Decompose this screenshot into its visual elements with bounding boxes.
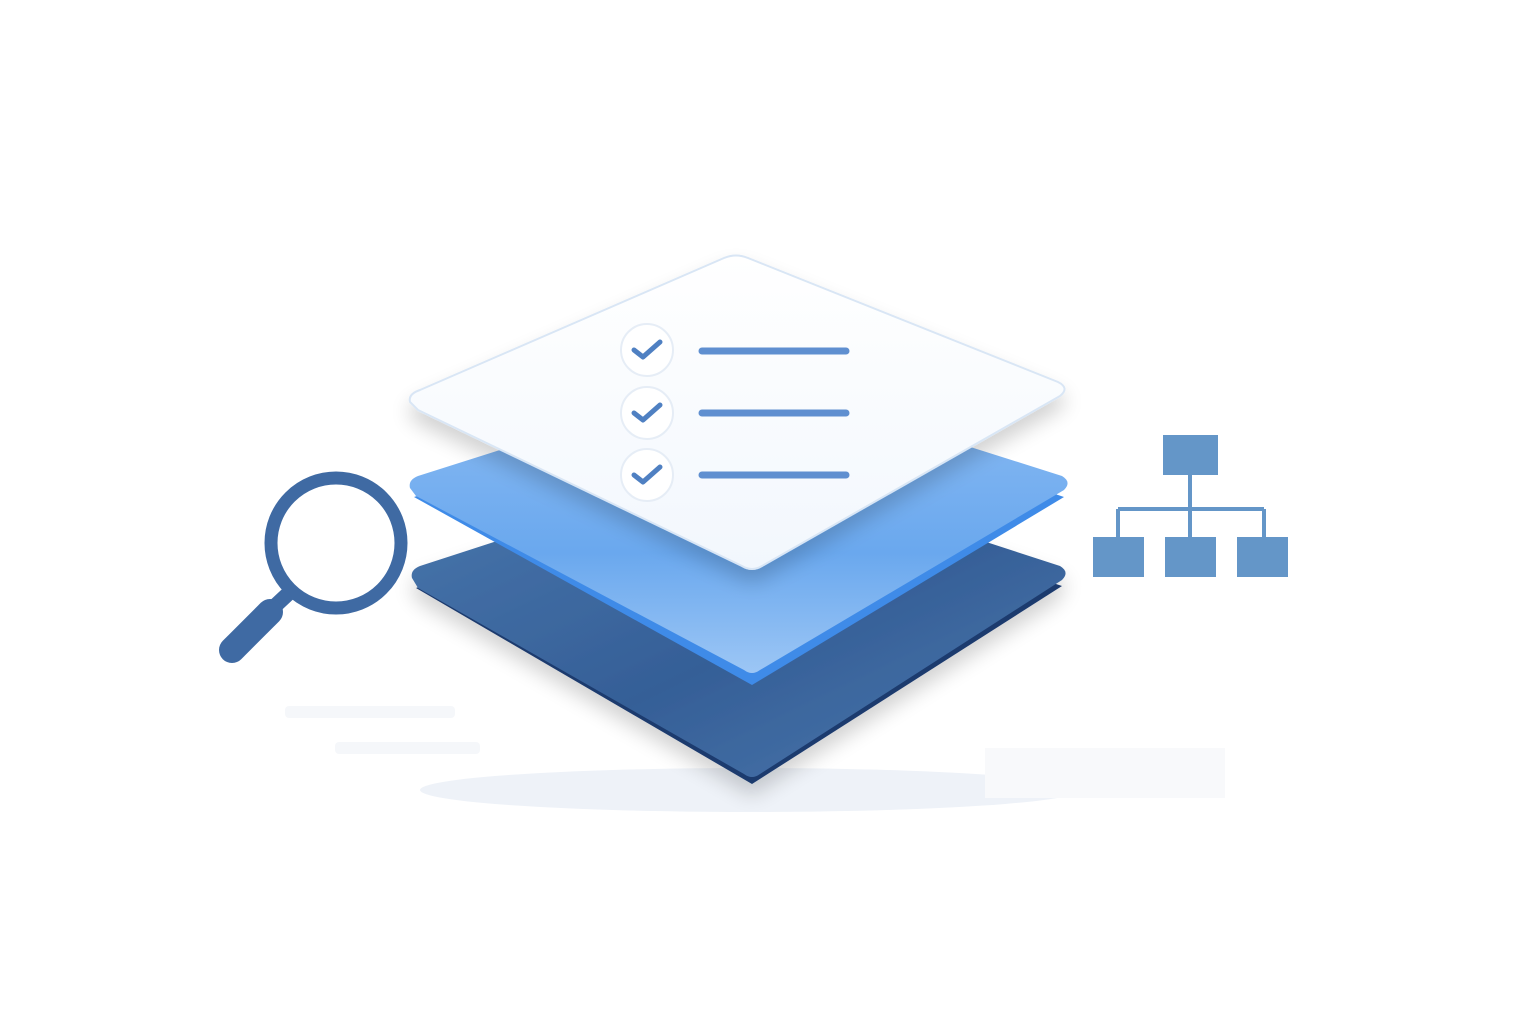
checkmark-icon (631, 402, 663, 423)
check-circle (620, 323, 674, 377)
org-box-left (1093, 537, 1144, 577)
checkmark-icon (631, 339, 663, 360)
org-chart-icon (1093, 435, 1288, 577)
magnifier-icon (219, 471, 408, 663)
org-box-top (1163, 435, 1218, 475)
faint-shadow-left-2 (335, 742, 480, 754)
org-box-center (1165, 537, 1216, 577)
checklist-item-1 (620, 323, 850, 377)
checklist-item-3 (620, 448, 850, 502)
org-box-right (1237, 537, 1288, 577)
faint-shadow-right (985, 748, 1225, 798)
check-circle (620, 386, 674, 440)
checkmark-icon (631, 464, 663, 485)
faint-shadow-left (285, 706, 455, 718)
checklist-item-2 (620, 386, 850, 440)
check-circle (620, 448, 674, 502)
ground-shadow (420, 768, 1080, 812)
